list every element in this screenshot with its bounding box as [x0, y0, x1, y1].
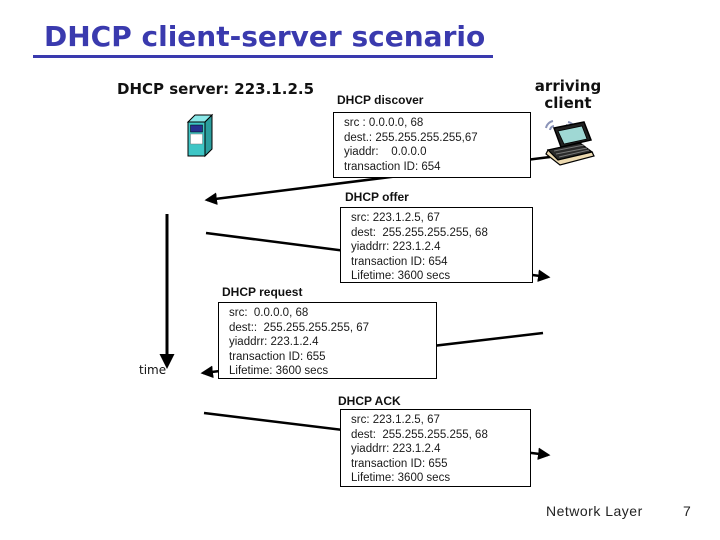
offer-src: src: 223.1.2.5, 67 — [351, 212, 440, 224]
offer-transaction-id: transaction ID: 654 — [351, 255, 448, 268]
request-src: src: 0.0.0.0, 68 — [229, 307, 309, 319]
request-dest: dest:: 255.255.255.255, 67 — [229, 321, 370, 334]
page-title: DHCP client-server scenario — [44, 20, 486, 53]
discover-dest: dest.: 255.255.255.255,67 — [344, 131, 478, 144]
footer-section-label: Network Layer — [546, 503, 643, 519]
dhcp-request-box: src: 0.0.0.0, 68 dest:: 255.255.255.255,… — [218, 302, 437, 379]
title-underline — [33, 55, 493, 58]
offer-lifetime: Lifetime: 3600 secs — [351, 270, 451, 282]
offer-dest: dest: 255.255.255.255, 68 — [351, 226, 488, 239]
dhcp-ack-title: DHCP ACK — [338, 394, 401, 408]
wireless-laptop-icon — [545, 120, 595, 166]
discover-yiaddr: yiaddr: 0.0.0.0 — [344, 146, 427, 158]
discover-transaction-id: transaction ID: 654 — [344, 160, 441, 173]
ack-src: src: 223.1.2.5, 67 — [351, 414, 440, 426]
dhcp-offer-title: DHCP offer — [345, 190, 409, 204]
request-transaction-id: transaction ID: 655 — [229, 350, 326, 363]
request-lifetime: Lifetime: 3600 secs — [229, 365, 329, 377]
request-yiaddr: yiaddrr: 223.1.2.4 — [229, 336, 319, 348]
dhcp-offer-box: src: 223.1.2.5, 67 dest: 255.255.255.255… — [340, 207, 533, 283]
arriving-client-label: arriving client — [530, 78, 606, 112]
dhcp-request-title: DHCP request — [222, 285, 303, 299]
time-axis-label: time — [139, 363, 167, 377]
offer-yiaddr: yiaddrr: 223.1.2.4 — [351, 241, 441, 253]
ack-lifetime: Lifetime: 3600 secs — [351, 472, 451, 484]
ack-dest: dest: 255.255.255.255, 68 — [351, 428, 488, 441]
dhcp-discover-box: src : 0.0.0.0, 68 dest.: 255.255.255.255… — [333, 112, 531, 178]
dhcp-discover-title: DHCP discover — [337, 93, 424, 107]
ack-yiaddr: yiaddrr: 223.1.2.4 — [351, 443, 441, 455]
dhcp-ack-box: src: 223.1.2.5, 67 dest: 255.255.255.255… — [340, 409, 531, 487]
arriving-client-label-line2: client — [544, 94, 592, 112]
arriving-client-label-line1: arriving — [534, 77, 602, 95]
footer-page-number: 7 — [683, 503, 691, 519]
server-tower-icon — [186, 113, 214, 158]
dhcp-server-label: DHCP server: 223.1.2.5 — [117, 80, 315, 98]
ack-transaction-id: transaction ID: 655 — [351, 457, 448, 470]
discover-src: src : 0.0.0.0, 68 — [344, 117, 424, 129]
